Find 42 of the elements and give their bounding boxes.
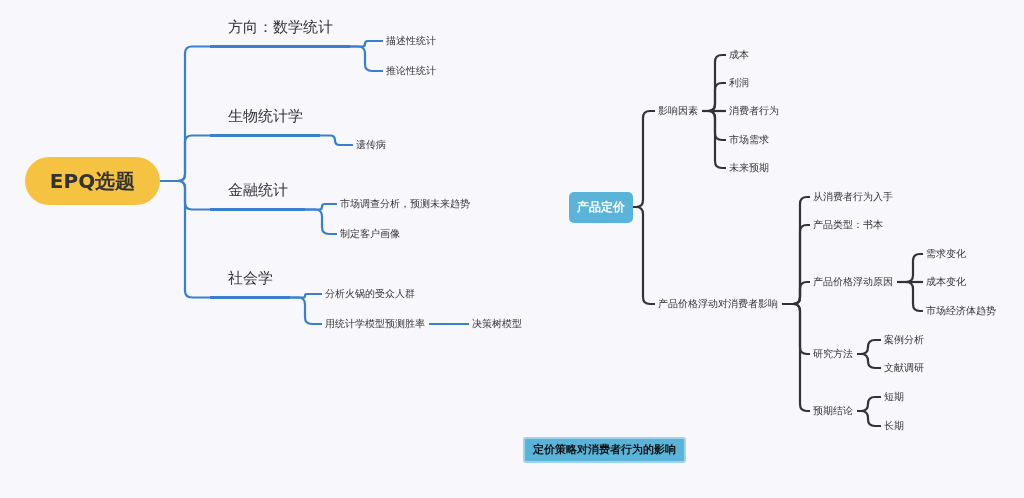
topic-pill: EPQ选题	[25, 157, 160, 205]
branch-text: 研究方法	[813, 347, 853, 361]
caption-box: 定价策略对消费者行为的影响	[523, 437, 686, 463]
branch-text: 用统计学模型预测胜率	[325, 317, 425, 331]
branch-text: 产品价格浮动原因	[813, 275, 893, 289]
connector-line	[290, 296, 322, 326]
branch-text: 影响因素	[658, 104, 698, 118]
branch-topic: 金融统计	[210, 181, 305, 211]
branch-text: 成本变化	[926, 275, 966, 289]
branch-text: 文献调研	[884, 361, 924, 375]
branch-text: 从消费者行为入手	[813, 190, 893, 204]
branch-text: 案例分析	[884, 333, 924, 347]
branch-text: 遗传病	[356, 138, 386, 152]
connector-line	[857, 352, 881, 370]
branch-text: 产品类型：书本	[813, 218, 883, 232]
branch-text: 市场调查分析，预测未来趋势	[340, 197, 470, 211]
branch-topic: 生物统计学	[210, 107, 320, 137]
connector-line	[350, 45, 383, 73]
branch-text: 长期	[884, 419, 904, 433]
branch-text: 制定客户画像	[340, 227, 400, 241]
branch-text: 未来预期	[729, 161, 769, 175]
topic-box: 产品定价	[569, 191, 633, 223]
branch-text: 短期	[884, 390, 904, 404]
branch-text: 利润	[729, 76, 749, 90]
connector-line	[320, 134, 353, 147]
branch-topic: 社会学	[210, 269, 290, 299]
branch-text: 产品价格浮动对消费者影响	[658, 297, 778, 311]
branch-text: 推论性统计	[386, 64, 436, 78]
branch-topic: 方向：数学统计	[210, 18, 350, 48]
branch-text: 市场经济体趋势	[926, 304, 996, 318]
connector-line	[429, 322, 469, 326]
connector-line	[160, 179, 210, 299]
branch-text: 成本	[729, 48, 749, 62]
branch-text: 决策树模型	[472, 317, 522, 331]
branch-text: 市场需求	[729, 133, 769, 147]
connector-line	[633, 205, 655, 306]
branch-text: 需求变化	[926, 247, 966, 261]
branch-text: 分析火锅的受众人群	[325, 287, 415, 301]
branch-text: 消费者行为	[729, 104, 779, 118]
branch-text: 描述性统计	[386, 34, 436, 48]
branch-text: 预期结论	[813, 404, 853, 418]
connector-line	[857, 409, 881, 428]
